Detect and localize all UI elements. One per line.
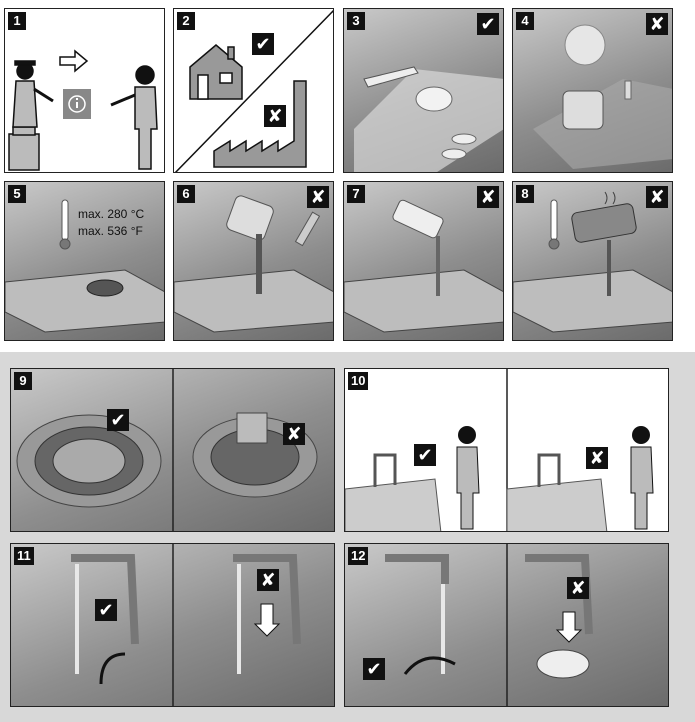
panel-11-faucet-operation: 11 ✔ ✘ bbox=[10, 543, 335, 707]
cross-mark: ✘ bbox=[307, 186, 329, 208]
user-figure bbox=[110, 65, 158, 170]
info-icon bbox=[63, 89, 91, 119]
panel-5-max-temperature: 5 bbox=[4, 181, 165, 341]
cutting-board-illustration bbox=[354, 66, 503, 172]
temperature-celsius: max. 280 °C bbox=[78, 207, 145, 221]
cross-mark: ✘ bbox=[567, 577, 589, 599]
panel-10-faucet-distance: 10 ✔ ✘ bbox=[344, 368, 669, 532]
check-mark: ✔ bbox=[363, 658, 385, 680]
panel-8-no-hot-objects: 8 ✘ bbox=[512, 181, 673, 341]
cross-mark: ✘ bbox=[646, 13, 668, 35]
temperature-fahrenheit: max. 536 °F bbox=[78, 224, 143, 238]
hot-object-illustration bbox=[513, 191, 672, 333]
chemical-pouring-illustration bbox=[344, 199, 503, 333]
panel-number: 1 bbox=[8, 12, 26, 30]
cross-mark: ✘ bbox=[477, 186, 499, 208]
check-mark: ✔ bbox=[252, 33, 274, 55]
thermometer-icon bbox=[59, 199, 71, 250]
spray-correct-illustration bbox=[385, 554, 456, 675]
cross-mark: ✘ bbox=[264, 105, 286, 127]
strainer-correct-illustration bbox=[16, 414, 162, 508]
installer-figure bbox=[8, 60, 54, 171]
pot-illustration bbox=[533, 24, 672, 169]
max-temperature-label: max. 280 °C max. 536 °F bbox=[78, 206, 144, 240]
diagonal-divider bbox=[174, 9, 333, 172]
arrow-right-icon bbox=[59, 49, 89, 73]
panel-number: 10 bbox=[348, 372, 369, 390]
cross-mark: ✘ bbox=[646, 186, 668, 208]
faucet-correct-illustration bbox=[71, 554, 139, 685]
panel-number: 2 bbox=[177, 12, 195, 30]
panel-number: 9 bbox=[14, 372, 32, 390]
panel-7-no-chemicals: 7 ✘ bbox=[343, 181, 504, 341]
panel-number: 4 bbox=[516, 12, 534, 30]
cross-mark: ✘ bbox=[283, 423, 305, 445]
panel-9-drain-strainer: 9 ✔ ✘ bbox=[10, 368, 335, 532]
panel-2-domestic-use-only: 2 ✔ ✘ bbox=[173, 8, 334, 173]
panel-number: 8 bbox=[516, 185, 534, 203]
paint-can-illustration bbox=[174, 195, 333, 333]
sink-illustration bbox=[5, 269, 164, 333]
panel-12-spray-use: 12 ✔ ✘ bbox=[344, 543, 669, 707]
house-icon bbox=[189, 44, 243, 100]
panel-number: 6 bbox=[177, 185, 195, 203]
cross-mark: ✘ bbox=[586, 447, 608, 469]
panel-number: 11 bbox=[14, 547, 34, 565]
panel-1-handover: 1 bbox=[4, 8, 165, 173]
check-mark: ✔ bbox=[95, 599, 117, 621]
check-mark: ✔ bbox=[414, 444, 436, 466]
panel-3-cut-on-board: 3 ✔ bbox=[343, 8, 504, 173]
cross-mark: ✘ bbox=[257, 569, 279, 591]
faucet-wrong-illustration bbox=[233, 554, 301, 674]
panel-6-no-paint: 6 ✘ bbox=[173, 181, 334, 341]
panel-number: 12 bbox=[348, 547, 369, 565]
correct-use-illustration bbox=[345, 426, 480, 531]
panel-number: 7 bbox=[347, 185, 365, 203]
wrong-use-illustration bbox=[506, 426, 654, 531]
thermometer-icon bbox=[548, 199, 560, 250]
check-mark: ✔ bbox=[107, 409, 129, 431]
panel-number: 5 bbox=[8, 185, 26, 203]
spray-wrong-illustration bbox=[525, 554, 593, 679]
panel-4-no-hot-pans: 4 ✘ bbox=[512, 8, 673, 173]
factory-icon bbox=[213, 80, 307, 168]
check-mark: ✔ bbox=[477, 13, 499, 35]
panel-number: 3 bbox=[347, 12, 365, 30]
